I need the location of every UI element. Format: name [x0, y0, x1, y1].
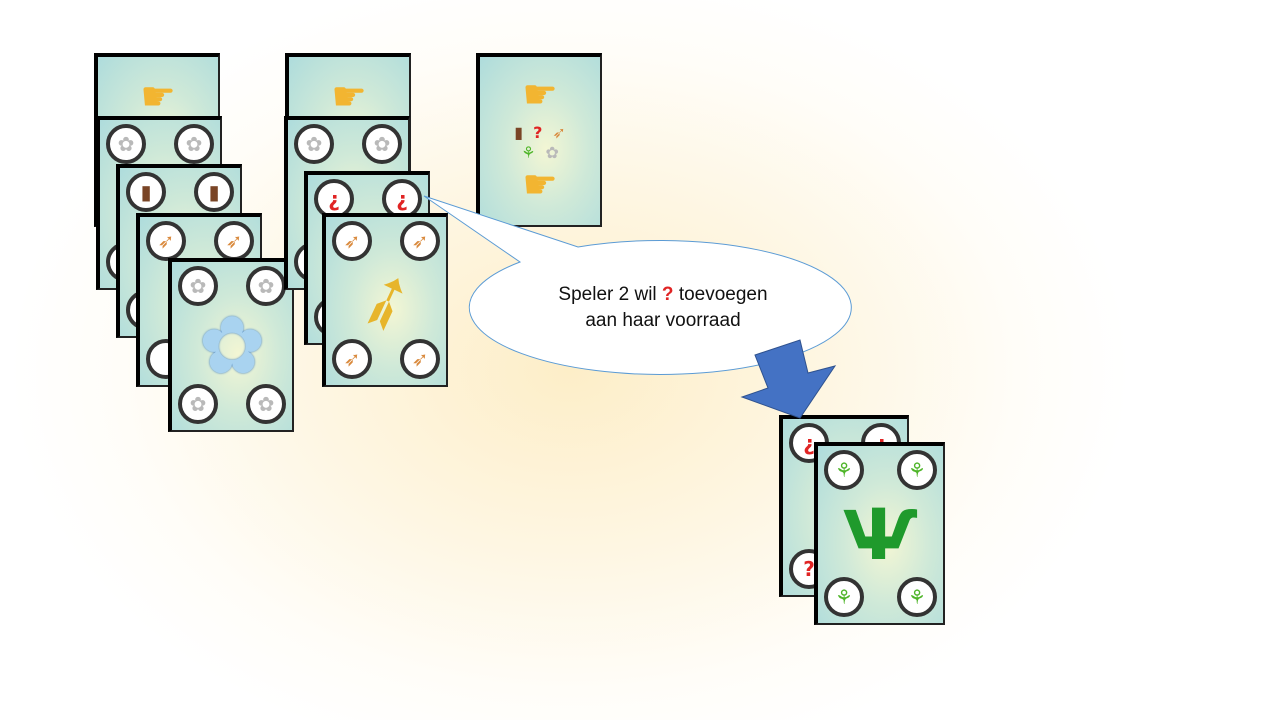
flower-icon: ✿ — [189, 392, 207, 416]
grass-icon-large: Ѱ — [842, 493, 919, 576]
wild-hand-card[interactable]: ☛▮?➶⚘✿☛ — [476, 53, 602, 227]
deck2-feather-top-card[interactable]: ➶➶➶➶➶ — [322, 213, 448, 387]
flower-icon: ✿ — [117, 132, 135, 156]
feather-icon: ➶ — [225, 229, 243, 253]
corner-symbol: ✿ — [294, 124, 334, 164]
corner-symbol: ✿ — [362, 124, 402, 164]
inverted-question-icon: ¿ — [803, 431, 815, 455]
corner-symbol: ▮ — [194, 172, 234, 212]
flower-icon: ✿ — [185, 132, 203, 156]
corner-symbol: ▮ — [126, 172, 166, 212]
flower-icon: ✿ — [545, 143, 559, 162]
corner-symbol: ¿ — [382, 179, 422, 219]
corner-symbol: ⚘ — [897, 450, 937, 490]
pointing-hand-icon: ☛ — [522, 162, 558, 208]
corner-symbol: ⚘ — [824, 577, 864, 617]
feather-icon: ➶ — [411, 229, 429, 253]
red-question-icon: ? — [661, 284, 674, 305]
down-right-arrow-icon — [740, 339, 837, 419]
feather-icon: ➶ — [343, 347, 361, 371]
corner-symbol: ➶ — [400, 221, 440, 261]
flower-icon: ✿ — [257, 392, 275, 416]
inverted-question-icon: ¿ — [328, 187, 340, 211]
callout-line-2: aan haar voorraad — [585, 310, 741, 331]
question-icon: ? — [803, 557, 815, 581]
inverted-question-icon: ¿ — [396, 187, 408, 211]
feather-icon: ➶ — [157, 229, 175, 253]
pointing-hand-icon: ☛ — [140, 74, 176, 120]
stump-icon: ▮ — [208, 180, 220, 204]
corner-symbol: ✿ — [174, 124, 214, 164]
callout-line-1: Speler 2 wil ? toevoegen — [480, 282, 846, 308]
feather-icon: ➶ — [552, 123, 566, 142]
stock-grass-card[interactable]: ⚘ ⚘ ⚘ ⚘ Ѱ — [814, 442, 945, 625]
flower-icon: ✿ — [305, 132, 323, 156]
feather-icon: ➶ — [411, 347, 429, 371]
corner-symbol: ⚘ — [897, 577, 937, 617]
stump-icon: ▮ — [140, 180, 152, 204]
deck1-flower-top-card[interactable]: ✿✿✿✿✿ — [168, 258, 294, 432]
callout-text-pre: Speler 2 wil — [558, 284, 657, 305]
pointing-hand-icon: ☛ — [522, 72, 558, 118]
flower-icon: ✿ — [189, 274, 207, 298]
sprout-icon: ⚘ — [835, 458, 853, 482]
sprout-icon: ⚘ — [835, 585, 853, 609]
corner-symbol: ✿ — [246, 384, 286, 424]
corner-symbol: ➶ — [332, 339, 372, 379]
corner-symbol: ✿ — [178, 384, 218, 424]
flower-icon: ✿ — [257, 274, 275, 298]
corner-symbol: ✿ — [106, 124, 146, 164]
corner-symbol: ⚘ — [824, 450, 864, 490]
corner-symbol: ➶ — [400, 339, 440, 379]
sprout-icon: ⚘ — [908, 585, 926, 609]
corner-symbol: ✿ — [178, 266, 218, 306]
sprout-icon: ⚘ — [521, 143, 536, 162]
sprout-icon: ⚘ — [908, 458, 926, 482]
corner-symbol: ➶ — [332, 221, 372, 261]
flower-icon: ✿ — [373, 132, 391, 156]
callout-text: Speler 2 wil ? toevoegen aan haar voorra… — [480, 282, 846, 334]
flower-icon-large: ✿ — [198, 299, 266, 392]
stump-icon: ▮ — [514, 123, 524, 142]
feather-icon: ➶ — [343, 229, 361, 253]
wild-icons: ▮? ➶ ⚘ ✿ — [480, 123, 600, 163]
corner-symbol: ➶ — [146, 221, 186, 261]
pointing-hand-icon: ☛ — [331, 74, 367, 120]
callout-text-post: toevoegen — [678, 284, 768, 305]
question-icon: ? — [533, 123, 543, 142]
